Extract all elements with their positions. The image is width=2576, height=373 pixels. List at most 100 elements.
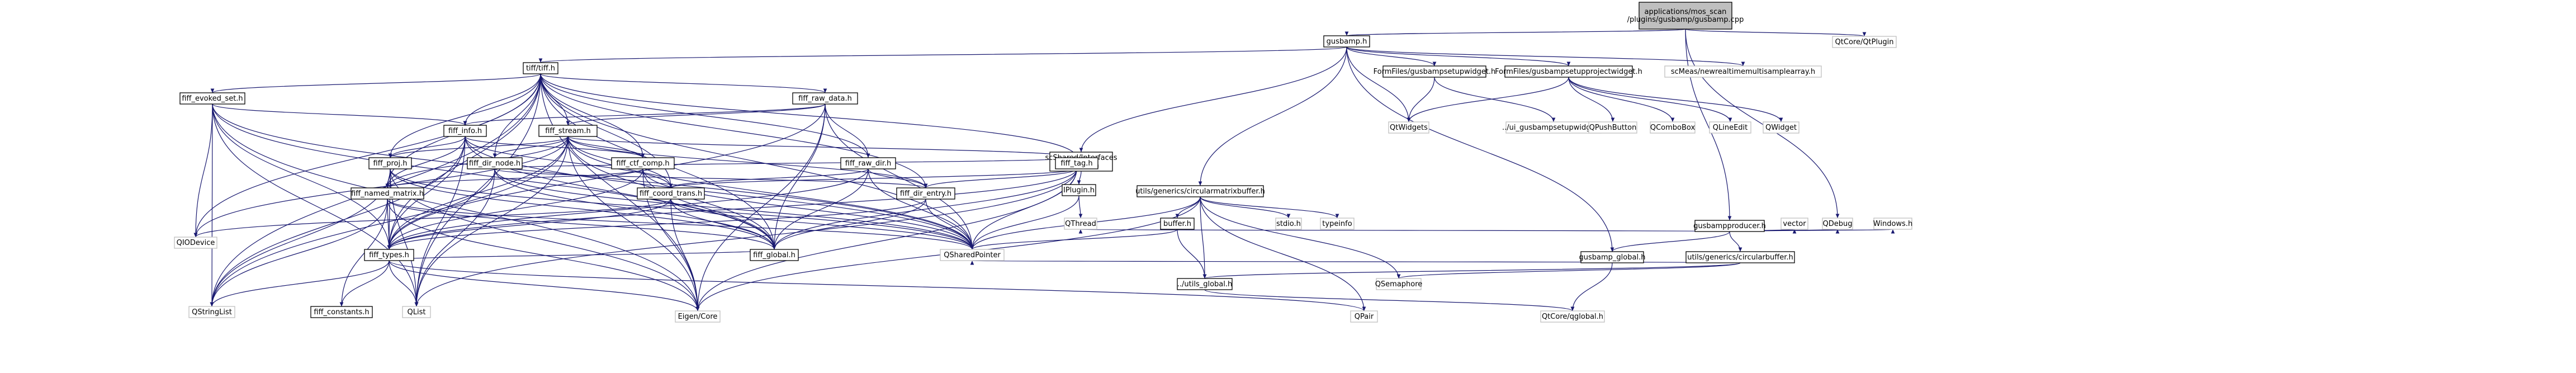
- node-root[interactable]: applications/mos_scan/plugins/gusbamp/gu…: [1627, 2, 1744, 30]
- include-edge: [387, 168, 643, 250]
- node-label: fiff_raw_data.h: [798, 95, 852, 103]
- include-edge: [210, 199, 388, 307]
- node-tag[interactable]: fiff_tag.h: [1055, 157, 1098, 169]
- node-gusbamp-global[interactable]: gusbamp_global.h: [1579, 251, 1646, 263]
- include-edge: [669, 168, 869, 188]
- node-box: [940, 249, 1005, 261]
- include-edge: [465, 136, 645, 158]
- include-edge: [1203, 262, 1741, 279]
- include-edge: [339, 260, 390, 307]
- node-fp-proj[interactable]: FormFiles/gusbampsetupprojectwidget.h: [1495, 65, 1642, 78]
- node-stream[interactable]: fiff_stream.h: [538, 125, 598, 137]
- node-fiff-types[interactable]: fiff_types.h: [364, 249, 414, 261]
- node-qcombobox: QComboBox: [1650, 121, 1696, 134]
- node-evoked[interactable]: fiff_evoked_set.h: [179, 92, 245, 105]
- node-box: [310, 306, 373, 318]
- include-edge: [387, 199, 776, 250]
- node-tiff-h[interactable]: tiff/tiff.h: [523, 62, 558, 74]
- include-edge: [540, 73, 974, 250]
- node-box: [1580, 251, 1644, 263]
- node-label: QStringList: [192, 308, 232, 317]
- node-raw-dir[interactable]: fiff_raw_dir.h: [840, 157, 896, 169]
- edge-layer: [193, 29, 1895, 311]
- include-edge: [463, 103, 826, 126]
- node-label: fiff_raw_dir.h: [845, 159, 891, 168]
- node-ctf-comp[interactable]: fiff_ctf_comp.h: [611, 157, 675, 169]
- node-label: gusbamp.h: [1327, 37, 1367, 46]
- include-edge: [193, 103, 213, 238]
- include-edge: [567, 136, 1078, 158]
- node-label: fiff_tag.h: [1060, 159, 1092, 168]
- include-edge: [465, 136, 974, 250]
- node-box: [1763, 121, 1800, 134]
- include-edge: [1568, 77, 1615, 122]
- include-edge: [1570, 262, 1613, 311]
- node-box: [467, 157, 523, 169]
- node-circbuffer[interactable]: utils/generics/circularbuffer.h: [1685, 251, 1795, 263]
- node-qiodevice: QIODevice: [174, 237, 217, 249]
- node-qsemaphore: QSemaphore: [1375, 278, 1422, 290]
- node-gusbamp-h[interactable]: gusbamp.h: [1323, 35, 1370, 48]
- include-edge: [1407, 77, 1435, 122]
- include-edge: [389, 260, 419, 307]
- node-named-matrix[interactable]: fiff_named_matrix.h: [351, 187, 424, 200]
- include-edge: [1204, 289, 1575, 311]
- include-edge: [1685, 29, 1866, 37]
- node-proj[interactable]: fiff_proj.h: [368, 157, 412, 169]
- node-raw-data[interactable]: fiff_raw_data.h: [792, 92, 858, 105]
- include-edge: [193, 136, 569, 238]
- node-label: fiff_named_matrix.h: [351, 190, 424, 198]
- include-edge: [540, 73, 928, 188]
- node-dir-node[interactable]: fiff_dir_node.h: [467, 157, 523, 169]
- node-box: [792, 92, 858, 105]
- node-box: [368, 157, 412, 169]
- include-edge: [463, 73, 541, 126]
- include-edge: [642, 168, 776, 250]
- node-utils-global[interactable]: ../utils_global.h: [1177, 278, 1233, 290]
- include-edge: [1434, 77, 1556, 122]
- node-qtcore-qtplugin: QtCore/QtPlugin: [1832, 36, 1897, 48]
- include-edge: [414, 136, 466, 307]
- include-edge: [193, 199, 671, 238]
- node-qwidget: QWidget: [1763, 121, 1800, 134]
- node-producer[interactable]: gusbampproducer.h: [1693, 220, 1766, 232]
- node-fp-setup[interactable]: FormFiles/gusbampsetupwidget.h: [1374, 65, 1496, 78]
- node-label: gusbamp_global.h: [1579, 253, 1646, 262]
- include-edge: [1200, 196, 1291, 219]
- include-edge: [670, 199, 776, 250]
- include-edge: [212, 103, 467, 126]
- node-qpushbutton: QPushButton: [1588, 121, 1637, 134]
- node-fiff-info[interactable]: fiff_info.h: [443, 125, 487, 137]
- node-label: ../utils_global.h: [1177, 280, 1233, 289]
- node-iplugin[interactable]: IPlugin.h: [1062, 184, 1096, 196]
- node-ui-setup: ../ui_gusbampsetupwidget.h: [1502, 121, 1605, 134]
- include-edge: [387, 168, 495, 250]
- node-buffer[interactable]: buffer.h: [1160, 218, 1195, 230]
- include-edge: [1200, 196, 1207, 279]
- node-label: QDebug: [1823, 220, 1853, 228]
- node-label: QtWidgets: [1390, 124, 1428, 132]
- node-eigen: Eigen/Core: [675, 310, 721, 323]
- node-dir-entry[interactable]: fiff_dir_entry.h: [896, 187, 955, 200]
- include-edge: [540, 73, 1079, 158]
- node-box: [1388, 121, 1429, 134]
- include-edge: [388, 73, 541, 158]
- node-label: utils/generics/circularbuffer.h: [1687, 253, 1793, 262]
- include-edge: [387, 199, 671, 250]
- include-edge: [387, 73, 541, 250]
- include-edge: [1177, 229, 1207, 279]
- node-box: [364, 249, 414, 261]
- include-edge: [212, 103, 974, 250]
- node-fiff-global[interactable]: fiff_global.h: [750, 249, 799, 261]
- node-constants[interactable]: fiff_constants.h: [310, 306, 373, 318]
- node-circbuf-h[interactable]: utils/generics/circularmatrixbuffer.h: [1135, 185, 1265, 197]
- include-edge: [387, 168, 869, 250]
- node-box: [1382, 65, 1486, 78]
- node-label: fiff_constants.h: [314, 308, 369, 317]
- node-coord[interactable]: fiff_coord_trans.h: [637, 187, 705, 200]
- node-box: [1540, 310, 1605, 323]
- node-label: fiff_dir_entry.h: [900, 190, 951, 198]
- node-label: fiff_info.h: [448, 127, 482, 135]
- node-label: QLineEdit: [1713, 124, 1748, 132]
